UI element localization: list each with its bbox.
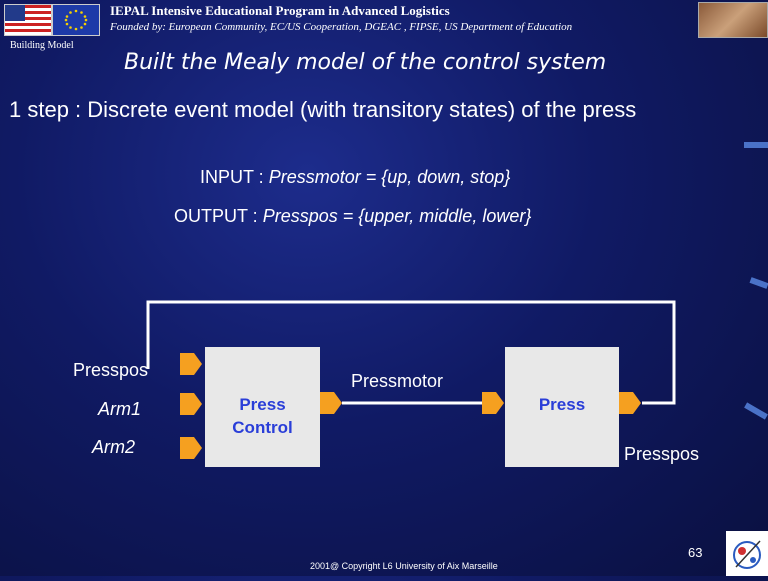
page-number: 63 [688,545,703,560]
slide-subtitle: 1 step : Discrete event model (with tran… [9,97,637,122]
input-label-arm1: Arm1 [98,399,142,419]
output-port-icon [320,392,342,414]
output-value: Presspos = {upper, middle, lower} [262,206,532,226]
input-definition: INPUT : Pressmotor = {up, down, stop} [200,167,510,188]
press-label: Press [538,395,586,414]
input-port-icon [180,393,202,415]
link-label-pressmotor: Pressmotor [351,371,444,391]
press-control-block [205,347,320,467]
output-label-presspos: Presspos [624,444,700,464]
decorative-dashes [744,142,768,420]
press-control-label-line1: Press [239,395,286,414]
input-label-presspos: Presspos [73,360,149,380]
copyright-footer: 2001@ Copyright L6 University of Aix Mar… [310,561,498,571]
section-label: Building Model [10,40,74,51]
input-label-arm2: Arm2 [92,437,136,457]
input-value: Pressmotor = {up, down, stop} [268,167,511,187]
input-port-icon [482,392,504,414]
header-subtitle: Founded by: European Community, EC/US Co… [110,21,573,33]
header-photo [698,2,768,38]
university-logo-icon [726,531,768,576]
output-port-icon [619,392,641,414]
eu-flag-icon [52,4,100,36]
header-title: IEPAL Intensive Educational Program in A… [110,3,450,18]
slide-title: Built the Mealy model of the control sys… [124,50,607,75]
output-definition: OUTPUT : Presspos = {upper, middle, lowe… [174,206,531,227]
us-flag-icon [4,4,52,36]
press-control-label: Press Control [205,393,320,439]
input-port-icon [180,437,202,459]
press-block [505,347,619,467]
input-prefix: INPUT : [200,167,269,187]
press-control-label-line2: Control [232,418,293,437]
input-port-icon [180,353,202,375]
output-prefix: OUTPUT : [174,206,263,226]
